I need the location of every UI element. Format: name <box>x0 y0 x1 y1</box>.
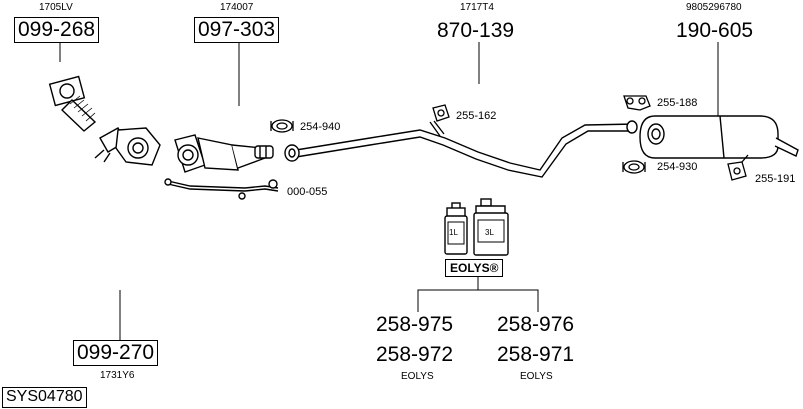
eolys-bottle-large <box>473 198 509 256</box>
ref-174007: 174007 <box>220 2 254 13</box>
part-254-930[interactable]: 254-930 <box>657 161 698 173</box>
part-099-268[interactable]: 099-268 <box>14 17 100 43</box>
part-190-605[interactable]: 190-605 <box>676 19 754 42</box>
part-258-975[interactable]: 258-975 <box>376 313 454 336</box>
part-097-303[interactable]: 097-303 <box>194 17 280 43</box>
catalytic-converter <box>174 134 274 173</box>
ref-1705lv: 1705LV <box>39 2 73 13</box>
hanger-255-191 <box>727 154 749 181</box>
part-255-191[interactable]: 255-191 <box>755 173 796 185</box>
front-catalyst-flange <box>94 127 161 166</box>
part-258-971[interactable]: 258-971 <box>497 343 575 366</box>
clamp-254-930 <box>622 160 646 174</box>
leader-eolys-branch <box>417 289 539 312</box>
hanger-255-162 <box>429 104 450 137</box>
rear-silencer <box>639 115 799 159</box>
system-code: SYS04780 <box>2 387 87 408</box>
center-pipe <box>284 120 638 178</box>
part-258-972[interactable]: 258-972 <box>376 343 454 366</box>
bottle-label-3l: 3L <box>485 228 494 237</box>
part-254-940[interactable]: 254-940 <box>300 121 341 133</box>
part-000-055[interactable]: 000-055 <box>287 186 328 198</box>
eolys-label-left: EOLYS <box>401 371 434 382</box>
bottle-label-1l: 1L <box>449 228 458 237</box>
part-870-139[interactable]: 870-139 <box>437 19 515 42</box>
sensor-pipe <box>164 178 279 200</box>
eolys-bottle-small <box>444 202 468 255</box>
eolys-label-right: EOLYS <box>520 371 553 382</box>
part-099-270[interactable]: 099-270 <box>73 340 159 366</box>
clamp-254-940 <box>270 119 294 133</box>
ref-1731y6: 1731Y6 <box>100 370 135 381</box>
ref-1717t4: 1717T4 <box>460 2 494 13</box>
front-flex-pipe <box>48 75 97 132</box>
part-258-976[interactable]: 258-976 <box>497 313 575 336</box>
ref-9805296780: 9805296780 <box>686 2 742 13</box>
part-255-188[interactable]: 255-188 <box>657 97 698 109</box>
part-255-162[interactable]: 255-162 <box>456 110 497 122</box>
hanger-255-188 <box>623 95 651 111</box>
eolys-badge: EOLYS® <box>445 259 504 277</box>
